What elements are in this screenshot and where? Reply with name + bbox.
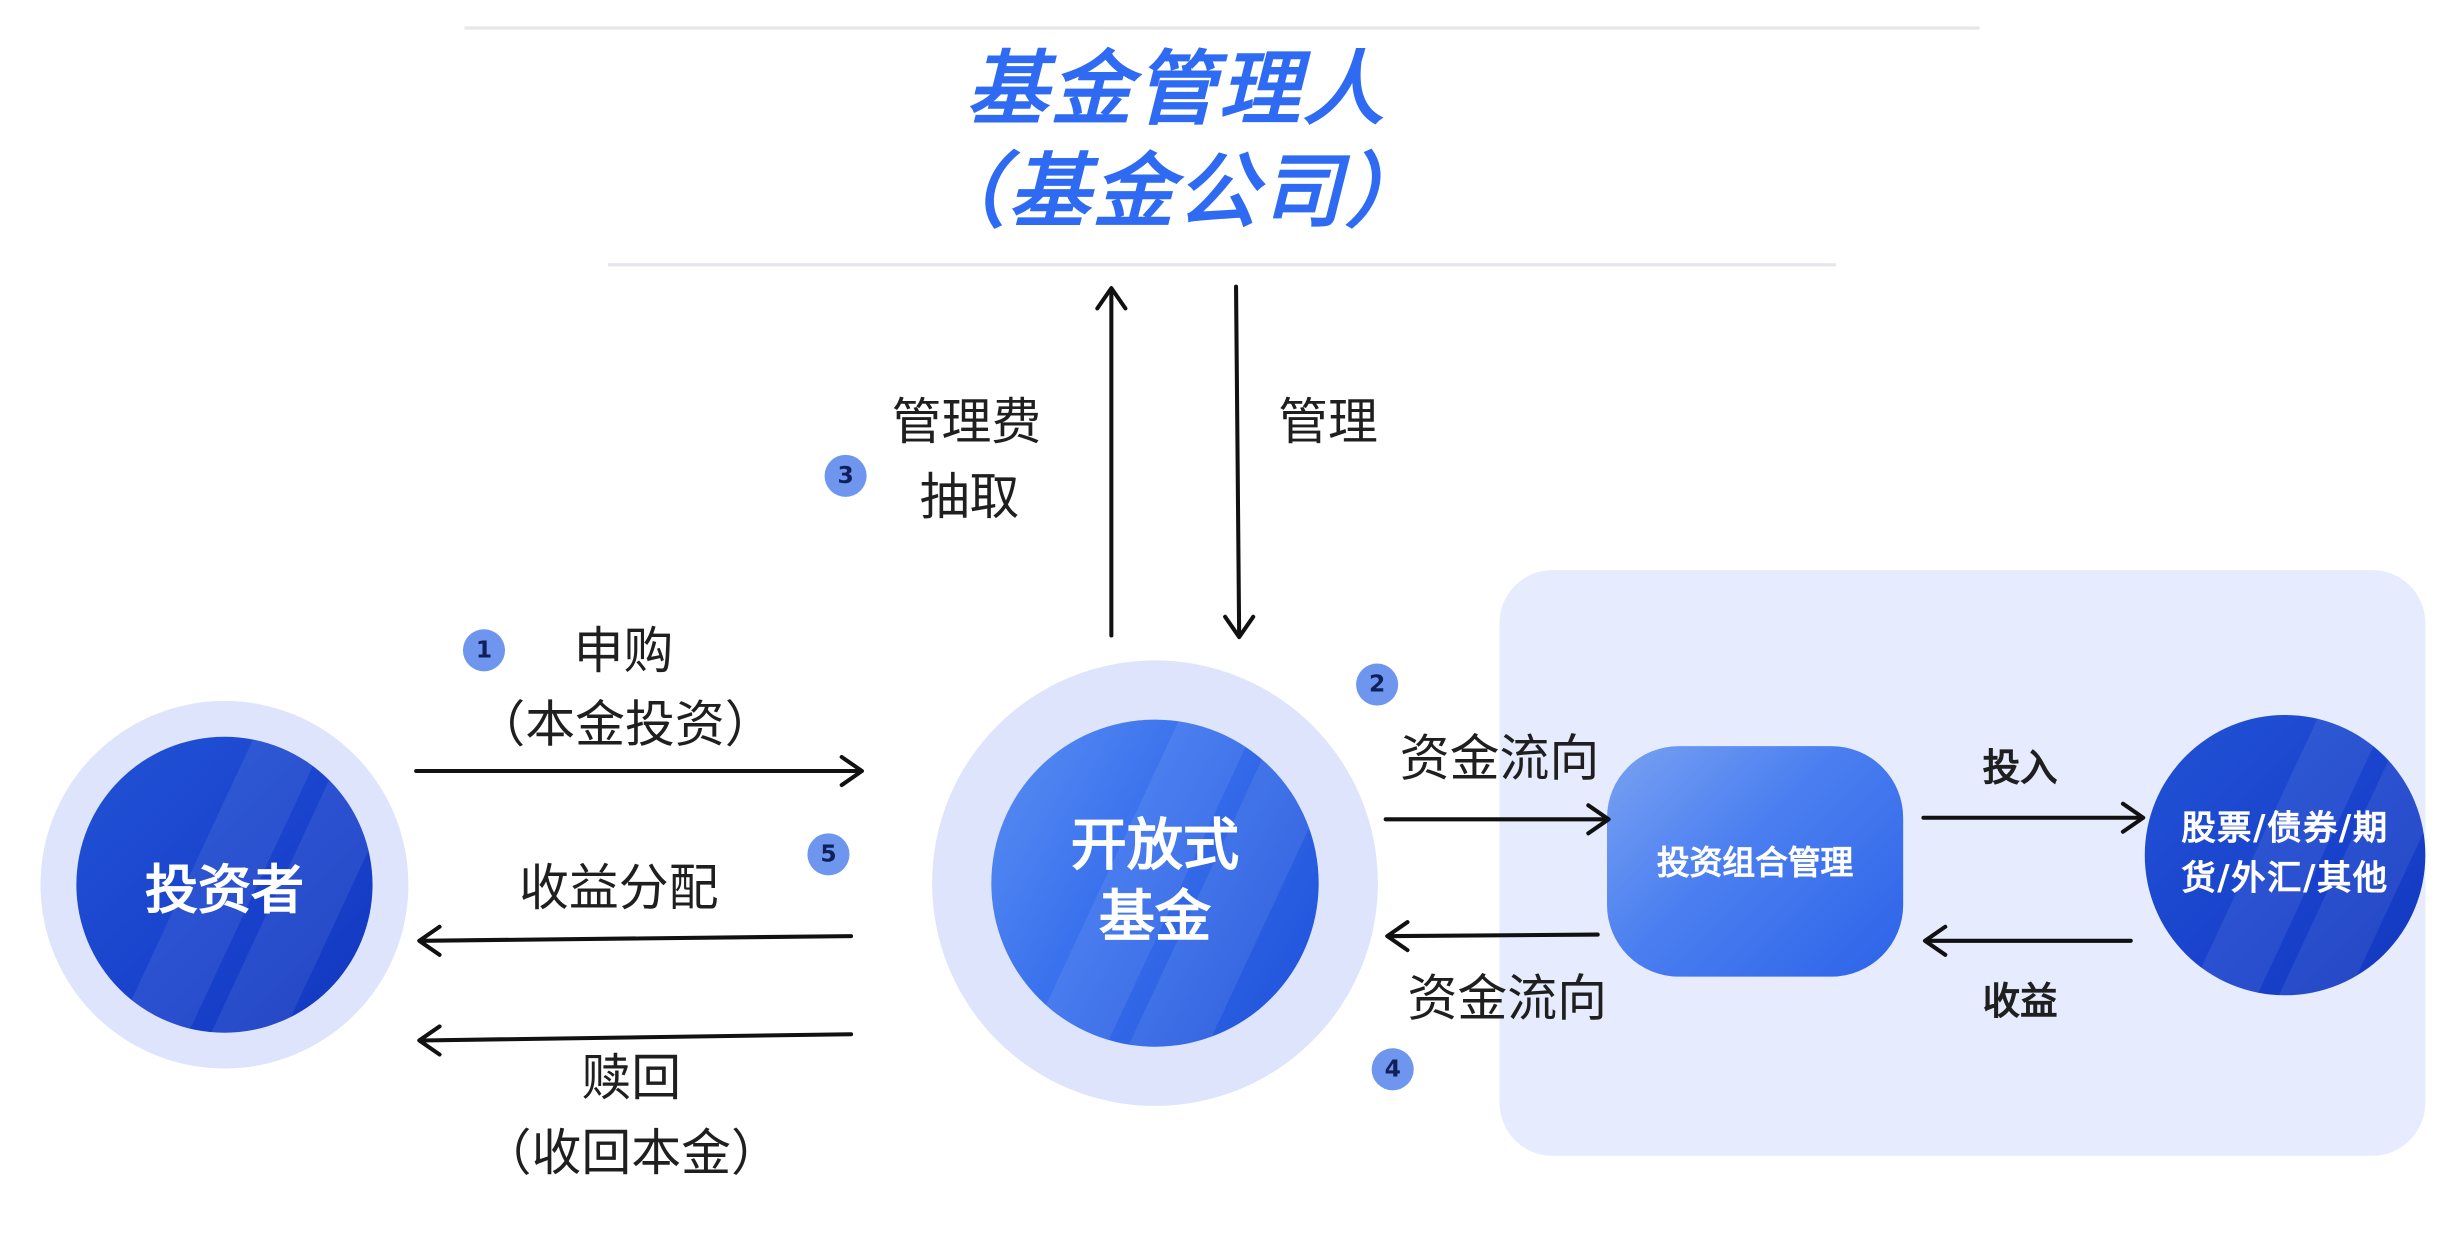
returns-arrow [1922, 924, 2133, 957]
manage-label: 管理 [1278, 392, 1378, 452]
step-badge-1: 1 [462, 629, 506, 672]
assets-label-line-1: 股票/债券/期 [2181, 809, 2389, 849]
title-line-2: （基金公司） [924, 146, 1430, 240]
redemption-arrow [417, 1024, 854, 1057]
fee-arrow [1095, 286, 1128, 638]
invest-label: 投入 [1982, 746, 2058, 790]
capital-in-label: 资金流向 [1407, 968, 1608, 1029]
fund-node: 开放式 基金 [991, 719, 1319, 1047]
step-badge-4: 4 [1371, 1048, 1414, 1091]
fund-label-line-2: 基金 [1098, 886, 1212, 951]
portfolio-node: 投资组合管理 [1607, 746, 1904, 977]
capital-out-arrow [1383, 803, 1611, 836]
step-badge-2: 2 [1356, 663, 1399, 706]
redemption-label-line-2: （收回本金） [481, 1123, 781, 1183]
capital-in-arrow [1385, 920, 1600, 953]
assets-node: 股票/债券/期 货/外汇/其他 [2144, 714, 2426, 996]
capital-out-label: 资金流向 [1399, 728, 1600, 789]
bottom-divider [607, 263, 1837, 267]
title-line-1: 基金管理人 [966, 43, 1388, 138]
step-badge-3: 3 [824, 454, 867, 497]
returns-label: 收益 [1982, 979, 2058, 1024]
step-badge-5: 5 [807, 833, 850, 876]
subscribe-label-line-2: （本金投资） [475, 694, 775, 754]
subscribe-label-line-1: 申购 [573, 621, 674, 681]
distribution-label: 收益分配 [519, 858, 719, 918]
subscribe-arrow [414, 754, 864, 788]
fee-label-line-2: 抽取 [919, 467, 1020, 527]
top-divider [464, 26, 1980, 30]
invest-arrow [1921, 801, 2146, 834]
manage-arrow [1223, 284, 1256, 640]
fund-label-line-1: 开放式 [1070, 814, 1240, 879]
investor-label: 投资者 [144, 859, 304, 922]
fee-label-line-1: 管理费 [891, 392, 1042, 452]
distribution-arrow [417, 924, 854, 957]
investor-node: 投资者 [76, 736, 373, 1033]
redemption-label-line-1: 赎回 [581, 1048, 682, 1108]
portfolio-label: 投资组合管理 [1656, 844, 1854, 882]
assets-label-line-2: 货/外汇/其他 [2181, 859, 2389, 899]
